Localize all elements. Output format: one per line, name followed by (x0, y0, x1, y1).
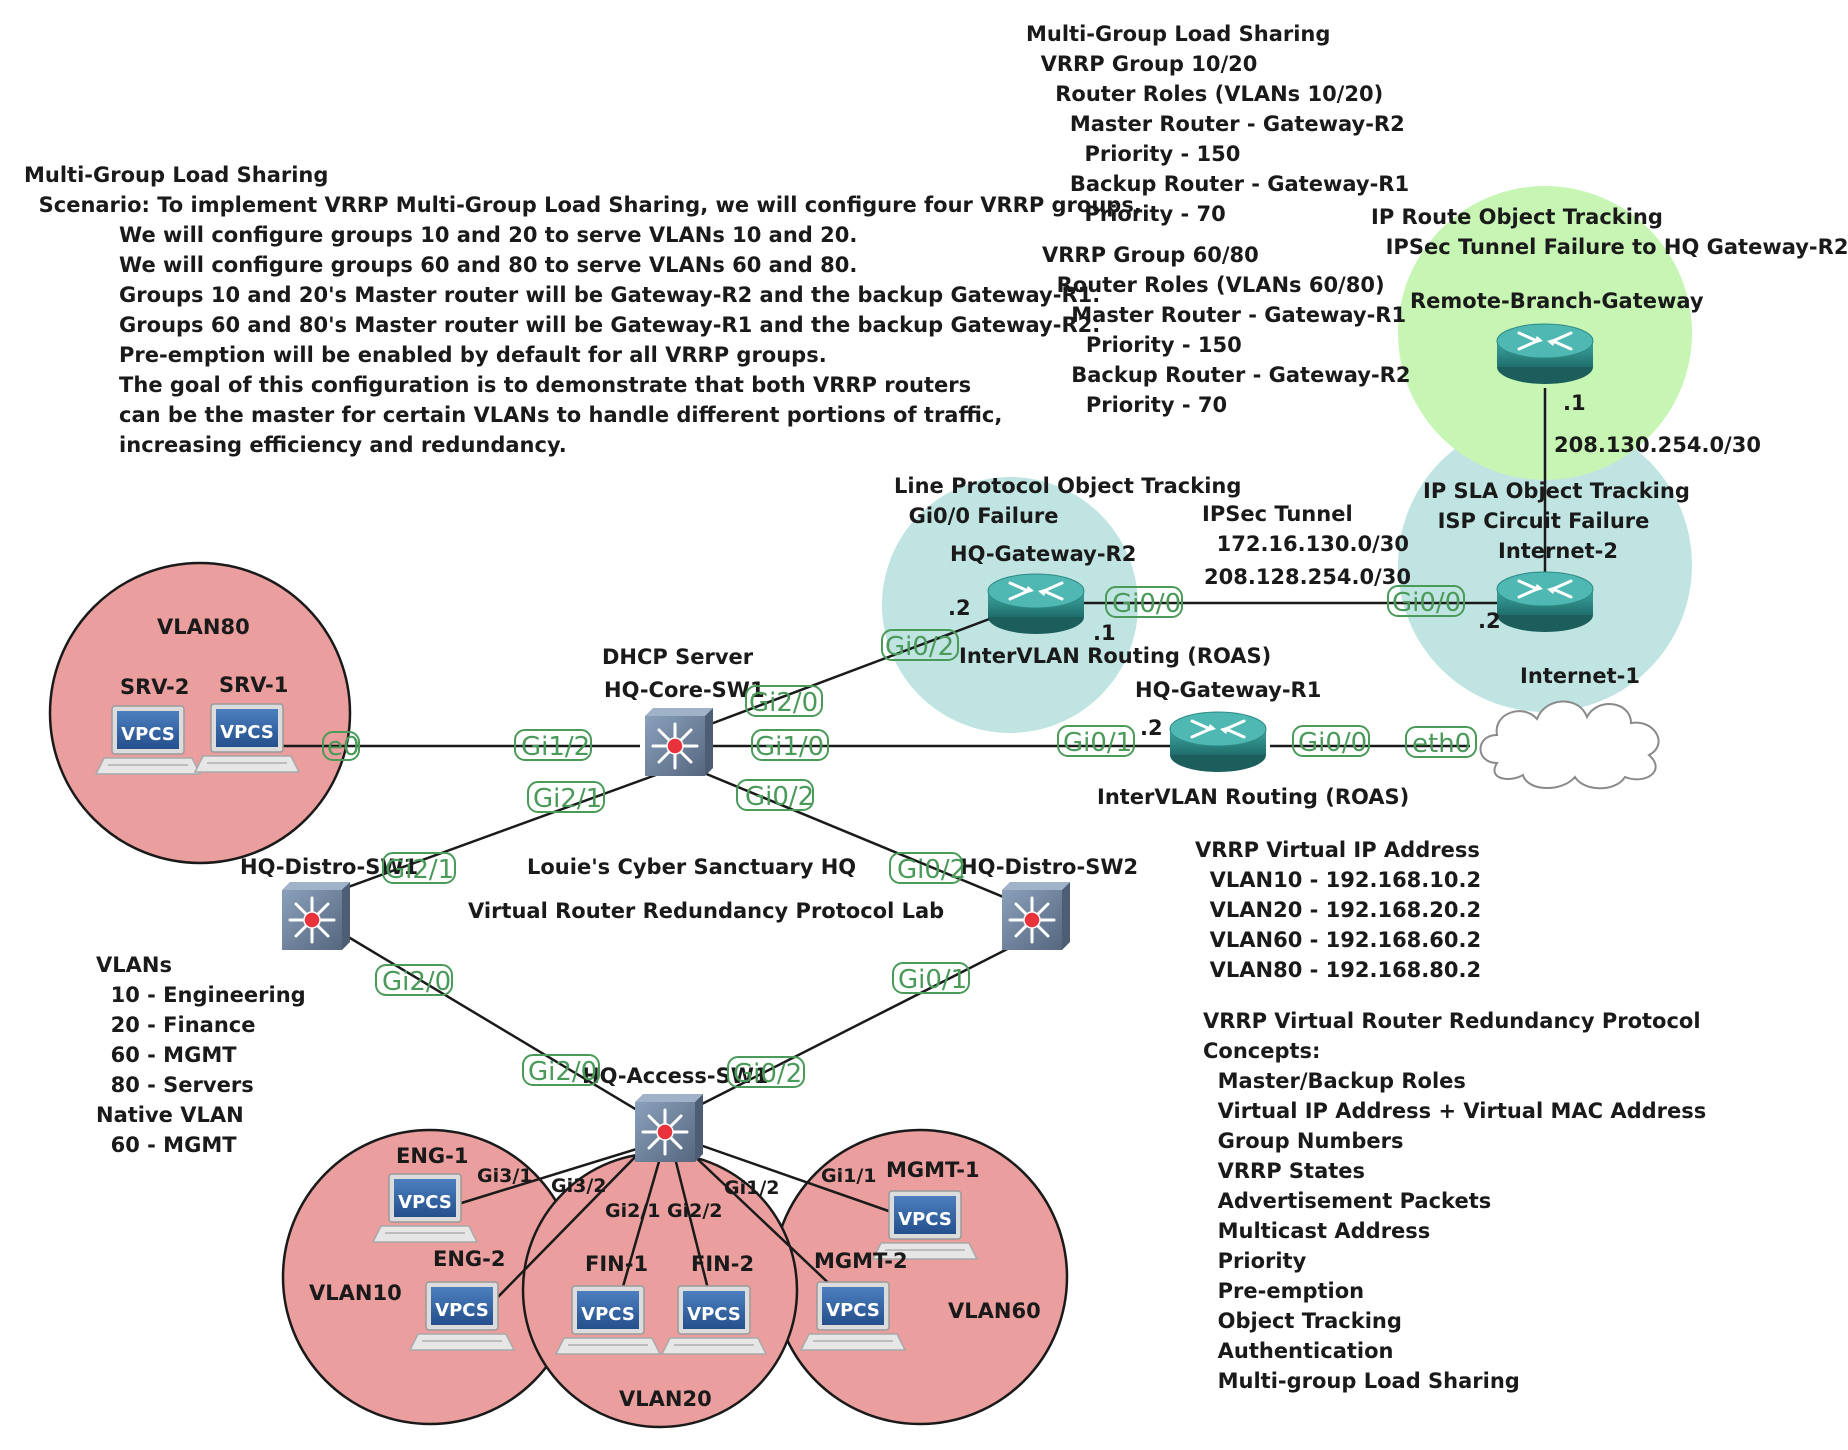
branch-gateway-label: Remote-Branch-Gateway (1410, 289, 1704, 313)
port-label: Gi1/0 (755, 732, 824, 762)
port-labels: e0 Gi1/2 Gi2/0 Gi1/0 Gi2/1 Gi0/2 Gi0/2 G… (322, 585, 1477, 1222)
multilayer-switch-icon[interactable] (280, 880, 352, 952)
eng2-label: ENG-2 (433, 1247, 506, 1271)
vpcs-screen-text: VPCS (898, 1209, 952, 1230)
gw-r2-roas-label: InterVLAN Routing (ROAS) (959, 644, 1271, 668)
vpcs-fin1[interactable]: VPCS (555, 1285, 661, 1355)
port-label: e0 (327, 732, 360, 762)
vpcs-fin2[interactable]: VPCS (661, 1285, 767, 1355)
vpcs-eng2[interactable]: VPCS (409, 1281, 515, 1351)
port-label: Gi2/0 (528, 1057, 597, 1087)
router-icon[interactable] (1168, 710, 1268, 774)
vlan80-label: VLAN80 (157, 615, 250, 639)
internet2-addr-dot2: .2 (1478, 609, 1501, 633)
vpcs-screen-text: VPCS (220, 722, 274, 743)
mgmt2-label: MGMT-2 (814, 1249, 908, 1273)
vpcs-mgmt2[interactable]: VPCS (800, 1281, 906, 1351)
gw-r2-label: HQ-Gateway-R2 (950, 542, 1136, 566)
port-label: Gi3/2 (551, 1175, 607, 1197)
fin2-label: FIN-2 (691, 1252, 754, 1276)
router-icon[interactable] (1495, 322, 1595, 386)
vrrp-concepts-note: VRRP Virtual Router Redundancy Protocol … (1203, 1009, 1707, 1393)
vlan10-label: VLAN10 (309, 1281, 402, 1305)
router-icon[interactable] (986, 572, 1086, 636)
vpcs-srv2[interactable]: VPCS (95, 705, 201, 775)
port-label: Gi0/0 (1112, 589, 1181, 619)
vlan60-label: VLAN60 (948, 1299, 1041, 1323)
port-label: Gi0/2 (745, 782, 814, 812)
lab-subtitle: Virtual Router Redundancy Protocol Lab (468, 899, 944, 923)
router-icon[interactable] (1495, 570, 1595, 634)
ipsec-tunnel-note: IPSec Tunnel 172.16.130.0/30 (1202, 502, 1409, 556)
gw-r2-addr-dot2: .2 (948, 596, 971, 620)
vpcs-screen-text: VPCS (581, 1304, 635, 1325)
gw-r1-roas-label: InterVLAN Routing (ROAS) (1097, 785, 1409, 809)
port-label: Gi0/0 (1298, 728, 1367, 758)
line-protocol-tracking-note: Line Protocol Object Tracking Gi0/0 Fail… (894, 474, 1242, 528)
branch-subnet-note: 208.130.254.0/30 (1554, 433, 1761, 457)
ip-route-tracking-note: IP Route Object Tracking IPSec Tunnel Fa… (1371, 205, 1848, 259)
port-label: Gi0/2 (885, 632, 954, 662)
virtual-ip-note: VRRP Virtual IP Address VLAN10 - 192.168… (1195, 838, 1482, 982)
port-label: Gi1/1 (821, 1165, 877, 1187)
port-label: Gi2/1 (533, 784, 602, 814)
internet2-label: Internet-2 (1498, 539, 1618, 563)
vpcs-screen-text: VPCS (121, 724, 175, 745)
vpcs-screen-text: VPCS (687, 1304, 741, 1325)
branch-addr-dot1: .1 (1563, 391, 1586, 415)
vrrp-group-60-80-note: VRRP Group 60/80 Router Roles (VLANs 60/… (1042, 243, 1411, 417)
port-label: Gi2/2 (667, 1200, 723, 1222)
port-label: Gi1/2 (521, 732, 590, 762)
multilayer-switch-icon[interactable] (1000, 880, 1072, 952)
port-label: Gi2/0 (749, 688, 818, 718)
eng1-label: ENG-1 (396, 1144, 469, 1168)
port-label: Gi1/2 (724, 1177, 780, 1199)
scenario-note: Multi-Group Load Sharing Scenario: To im… (24, 163, 1142, 457)
vpcs-screen-text: VPCS (398, 1192, 452, 1213)
internet1-label: Internet-1 (1520, 664, 1640, 688)
gw-r2-addr-dot1: .1 (1093, 621, 1116, 645)
port-label: eth0 (1412, 729, 1471, 759)
multilayer-switch-icon[interactable] (643, 706, 715, 778)
port-label: Gi0/1 (898, 965, 967, 995)
vpcs-screen-text: VPCS (826, 1300, 880, 1321)
ip-sla-tracking-note: IP SLA Object Tracking ISP Circuit Failu… (1423, 479, 1690, 533)
port-label: Gi2/1 (605, 1200, 661, 1222)
topology-links (250, 388, 1547, 1301)
srv1-label: SRV-1 (219, 673, 288, 697)
vpcs-srv1[interactable]: VPCS (194, 703, 300, 773)
core-switch-label: HQ-Core-SW1 (604, 678, 765, 702)
wan-subnet-note: 208.128.254.0/30 (1204, 565, 1411, 589)
cloud-icon[interactable] (1479, 700, 1660, 790)
port-label: Gi0/1 (1063, 728, 1132, 758)
srv2-label: SRV-2 (120, 675, 189, 699)
vlan20-label: VLAN20 (619, 1387, 712, 1411)
gw-r1-addr-dot2: .2 (1140, 716, 1163, 740)
port-label: Gi2/1 (385, 855, 454, 885)
vrrp-group-10-20-note: Multi-Group Load Sharing VRRP Group 10/2… (1026, 22, 1410, 226)
access-switch-label: HQ-Access-SW1 (582, 1064, 769, 1088)
vlan80-zone (48, 561, 352, 865)
port-label: Gi0/2 (897, 855, 966, 885)
vlans-note: VLANs 10 - Engineering 20 - Finance 60 -… (96, 953, 306, 1157)
lab-title: Louie's Cyber Sanctuary HQ (527, 855, 856, 879)
fin1-label: FIN-1 (585, 1252, 648, 1276)
vpcs-eng1[interactable]: VPCS (372, 1173, 478, 1243)
distro-sw1-label: HQ-Distro-SW1 (240, 855, 418, 879)
vpcs-mgmt1[interactable]: VPCS (872, 1190, 978, 1260)
multilayer-switch-icon[interactable] (633, 1092, 705, 1164)
port-label: Gi0/2 (733, 1059, 802, 1089)
gw-r1-label: HQ-Gateway-R1 (1135, 678, 1321, 702)
port-label: Gi0/0 (1392, 588, 1461, 618)
port-label: Gi2/0 (382, 967, 451, 997)
mgmt1-label: MGMT-1 (886, 1158, 980, 1182)
lab-topology-canvas: VPCS VPCS VPCS VPCS VPCS VPCS VPCS VPCS … (24, 22, 1848, 1429)
vpcs-screen-text: VPCS (435, 1300, 489, 1321)
distro-sw2-label: HQ-Distro-SW2 (960, 855, 1138, 879)
port-label: Gi3/1 (477, 1165, 533, 1187)
dhcp-server-label: DHCP Server (602, 645, 754, 669)
